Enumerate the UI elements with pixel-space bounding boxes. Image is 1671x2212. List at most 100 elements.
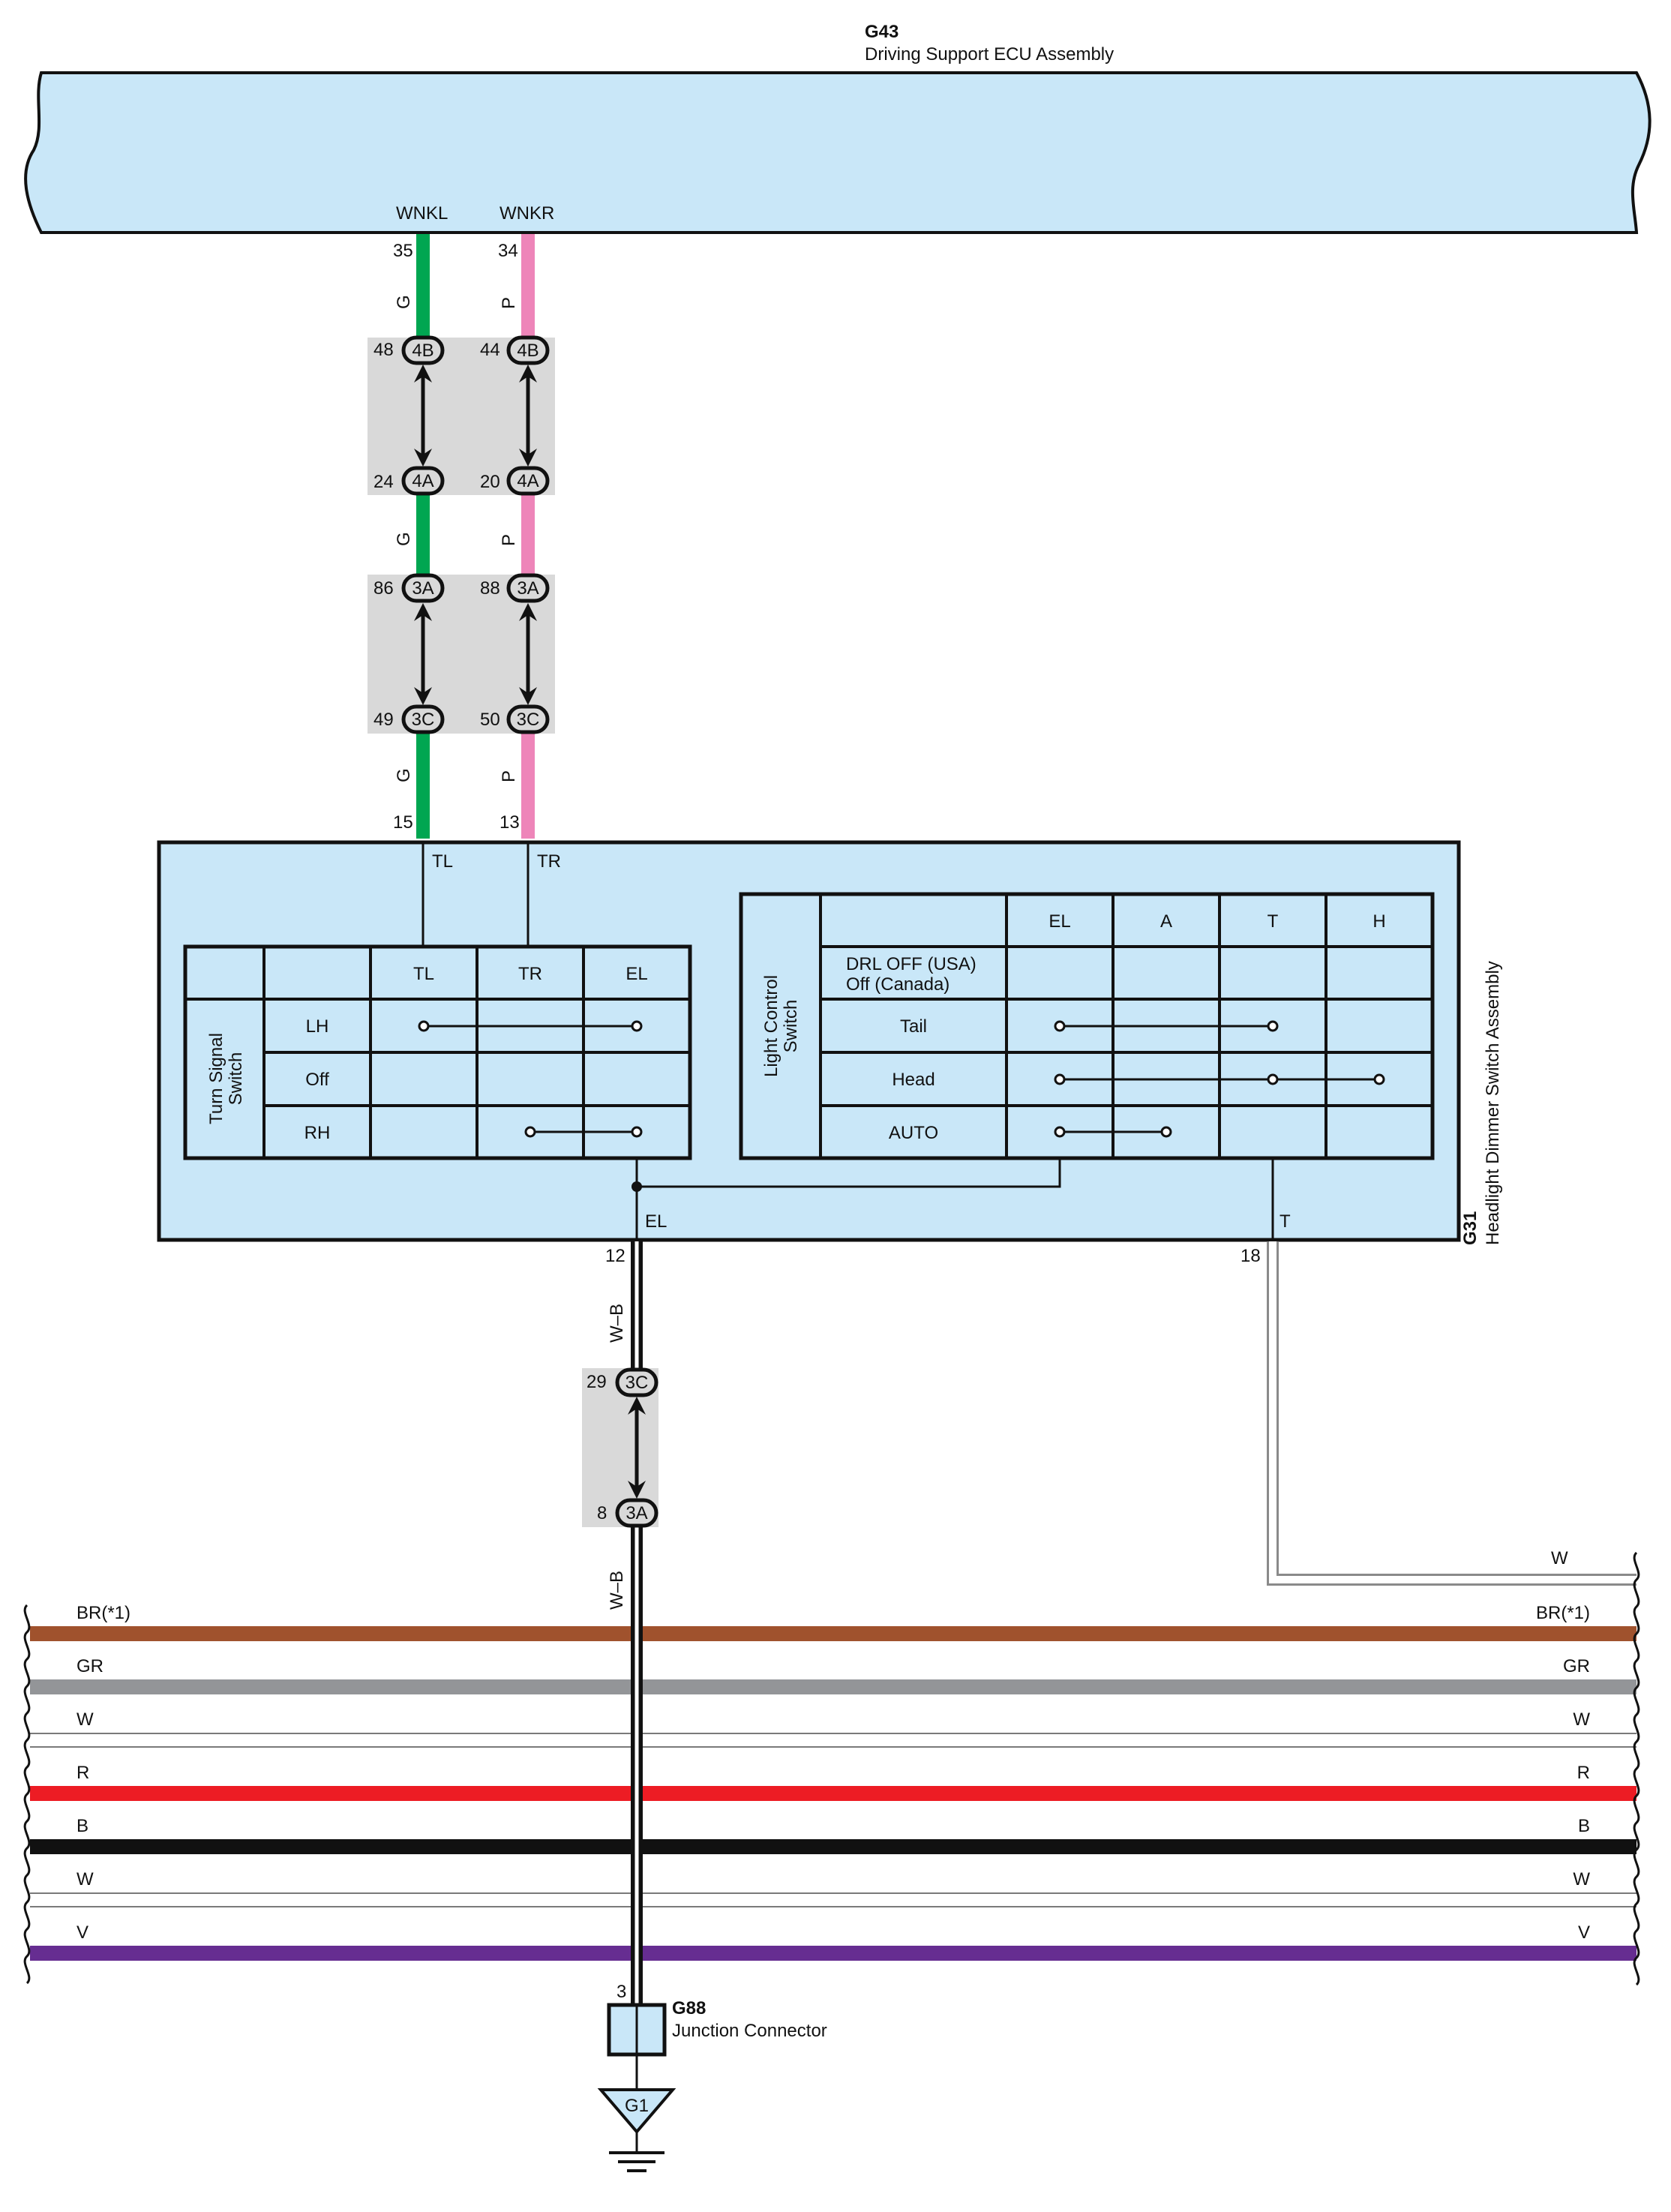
wire-color-labels: G P G P G P [394,295,519,782]
conn1-left-id: 4B [412,341,434,361]
turn-table-title-1: Turn Signal [206,1033,226,1124]
wire-t-white: W [1267,1241,1636,1586]
ecu-g43: G43 Driving Support ECU Assembly WNKL WN… [24,22,1652,234]
harness-label-left-3: R [76,1763,89,1783]
conn2-left-num: 86 [374,578,394,599]
switch-pin-el-num: 12 [605,1246,626,1266]
conn2-left-id: 3A [412,578,434,599]
light-row-auto: AUTO [889,1123,938,1143]
ecu-pin-left-num: 35 [393,241,413,261]
conn3-top-num: 29 [586,1372,607,1392]
conn1-right-num: 44 [480,340,500,360]
harness-wire-1: GR GR [30,1656,1636,1694]
light-table-title-2: Switch [781,1000,801,1053]
harness-label-left-0: BR(*1) [76,1603,130,1623]
harness-label-right-5: W [1573,1869,1590,1889]
turn-header-el: EL [626,964,647,984]
junction-pin: 3 [616,1982,626,2002]
conn1-bl-id: 4A [412,471,434,491]
wire-wb-label-2: W–B [607,1571,627,1610]
harness-label-left-5: W [76,1869,94,1889]
harness-label-right-3: R [1577,1763,1590,1783]
light-row-tail: Tail [900,1016,927,1037]
conn2-br-num: 50 [480,710,500,730]
switch-body [157,840,1461,1242]
switch-pin-t-num: 18 [1240,1246,1261,1266]
harness-wire-0: BR(*1) BR(*1) [30,1603,1636,1641]
turn-row-off: Off [305,1070,329,1090]
conn3-bottom-id: 3A [626,1503,647,1523]
wire-wb-label-1: W–B [607,1304,627,1343]
wire-w-b: W–B W–B [607,1241,643,2005]
switch-pin-tl: TL [432,851,453,872]
wire-label-g-2: G [394,532,414,546]
turn-header-tl: TL [413,964,434,984]
light-table-title-1: Light Control [761,975,782,1077]
ground-code: G1 [625,2096,649,2116]
turn-row-lh: LH [306,1016,329,1037]
turn-row-rh: RH [304,1123,331,1143]
connector-block-3: 29 8 3C 3A [582,1367,658,1528]
harness-label-left-4: B [76,1816,88,1836]
conn2-br-id: 3C [517,710,540,730]
harness-label-right-4: B [1578,1816,1590,1836]
conn2-bl-num: 49 [374,710,394,730]
harness-label-right-1: GR [1563,1656,1590,1676]
junction-code: G88 [672,1998,706,2018]
turn-table-title-2: Switch [226,1052,246,1106]
switch-pin-el: EL [645,1211,667,1232]
harness-label-right-6: V [1578,1922,1590,1943]
conn1-right-id: 4B [517,341,538,361]
wire-label-g-1: G [394,295,414,309]
turn-signal-table: Turn Signal Switch TL TR EL LH Off RH [183,944,692,1160]
switch-pin-tr-num: 13 [500,812,520,833]
conn1-bl-num: 24 [374,472,394,492]
ecu-body [24,71,1652,234]
ecu-pin-left-name: WNKL [396,203,448,224]
light-row-drl-usa: DRL OFF (USA) [846,954,976,974]
light-header-t: T [1268,911,1279,932]
connector-block-2: 86 88 49 50 3A 3A 3C 3C [368,573,555,734]
wire-label-p-1: P [499,297,519,309]
turn-header-tr: TR [518,964,542,984]
light-row-off-canada: Off (Canada) [846,974,950,995]
wire-label-p-3: P [499,770,519,782]
switch-pin-tl-num: 15 [393,812,413,833]
ecu-pin-right-name: WNKR [500,203,554,224]
conn3-top-id: 3C [626,1373,649,1393]
ecu-code: G43 [865,22,898,42]
harness-label-left-2: W [76,1709,94,1730]
light-row-head: Head [892,1070,934,1090]
ecu-pin-right-num: 34 [498,241,518,261]
junction-connector-g88: 3 G88 Junction Connector [607,1982,827,2057]
switch-assembly-g31: TL TR Turn Signal Switch TL TR EL LH Off… [157,840,1503,1245]
light-control-table: Light Control Switch EL A T H DRL OFF (U… [739,892,1435,1160]
wire-label-g-3: G [394,768,414,782]
light-header-el: EL [1048,911,1070,932]
harness-label-right-2: W [1573,1709,1590,1730]
switch-name: Headlight Dimmer Switch Assembly [1483,961,1503,1245]
harness-cut-edges [23,1551,1640,1986]
junction-name: Junction Connector [672,2021,827,2041]
conn3-bottom-num: 8 [597,1503,607,1523]
connector-block-1: 48 44 24 20 4B 4B 4A 4A [368,335,555,496]
light-header-h: H [1372,911,1385,932]
conn2-bl-id: 3C [412,710,435,730]
conn1-br-num: 20 [480,472,500,492]
light-header-a: A [1160,911,1172,932]
wire-t-label: W [1551,1548,1568,1568]
switch-pin-tr: TR [537,851,561,872]
harness-label-left-1: GR [76,1656,104,1676]
ground-g1: G1 [597,2054,676,2172]
switch-code: G31 [1460,1211,1480,1245]
conn1-br-id: 4A [517,471,538,491]
harness-label-right-0: BR(*1) [1536,1603,1590,1623]
conn1-left-num: 48 [374,340,394,360]
